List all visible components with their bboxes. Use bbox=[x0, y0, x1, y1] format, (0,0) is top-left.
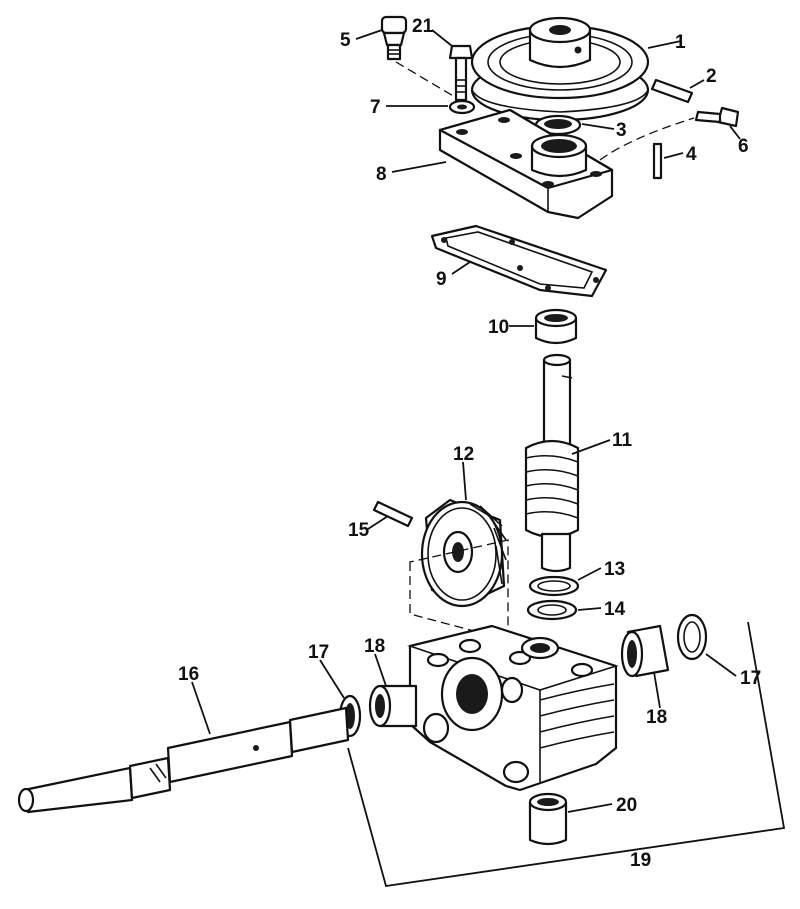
callout-18-left: 18 bbox=[364, 636, 385, 657]
pulley-icon bbox=[470, 16, 650, 122]
worm-gear-icon bbox=[524, 353, 580, 573]
callout-2: 2 bbox=[706, 66, 717, 87]
pin-icon bbox=[650, 78, 694, 104]
callout-16: 16 bbox=[178, 664, 199, 685]
thrust-bearing-icon bbox=[528, 575, 580, 597]
callout-17-right: 17 bbox=[740, 668, 761, 689]
callout-12: 12 bbox=[453, 444, 474, 465]
bolt-icon bbox=[694, 106, 740, 128]
gasket-icon bbox=[430, 224, 608, 298]
bearing-icon bbox=[620, 624, 670, 678]
bearing-icon bbox=[534, 308, 578, 345]
leader-lines bbox=[191, 29, 741, 813]
pin-icon bbox=[372, 500, 414, 528]
bearing-icon bbox=[528, 792, 568, 846]
pin-icon bbox=[652, 142, 663, 180]
washer-icon bbox=[448, 99, 476, 115]
callout-9: 9 bbox=[436, 269, 447, 290]
callout-7: 7 bbox=[370, 97, 381, 118]
bearing-icon bbox=[368, 684, 418, 728]
callout-5: 5 bbox=[340, 30, 351, 51]
plug-icon bbox=[380, 15, 408, 61]
washer-icon bbox=[526, 599, 578, 621]
housing-cover-icon bbox=[438, 108, 614, 220]
callout-6: 6 bbox=[738, 136, 749, 157]
callout-4: 4 bbox=[686, 144, 697, 165]
callout-11: 11 bbox=[612, 430, 633, 451]
callout-21: 21 bbox=[412, 16, 434, 37]
callout-20: 20 bbox=[616, 795, 637, 816]
callout-15: 15 bbox=[348, 520, 370, 541]
oil-seal-icon bbox=[676, 613, 708, 661]
callout-10: 10 bbox=[488, 317, 509, 338]
axle-icon bbox=[17, 706, 350, 814]
callout-8: 8 bbox=[376, 164, 387, 185]
gearbox-housing-icon bbox=[407, 624, 619, 792]
spur-gear-icon bbox=[420, 498, 507, 608]
callout-18-right: 18 bbox=[646, 707, 667, 728]
callout-1: 1 bbox=[675, 32, 686, 53]
callout-14: 14 bbox=[604, 599, 626, 620]
callout-17-left: 17 bbox=[308, 642, 329, 663]
callout-3: 3 bbox=[616, 120, 627, 141]
bolt-icon bbox=[448, 44, 474, 102]
callout-19: 19 bbox=[630, 850, 651, 871]
callout-13: 13 bbox=[604, 559, 625, 580]
